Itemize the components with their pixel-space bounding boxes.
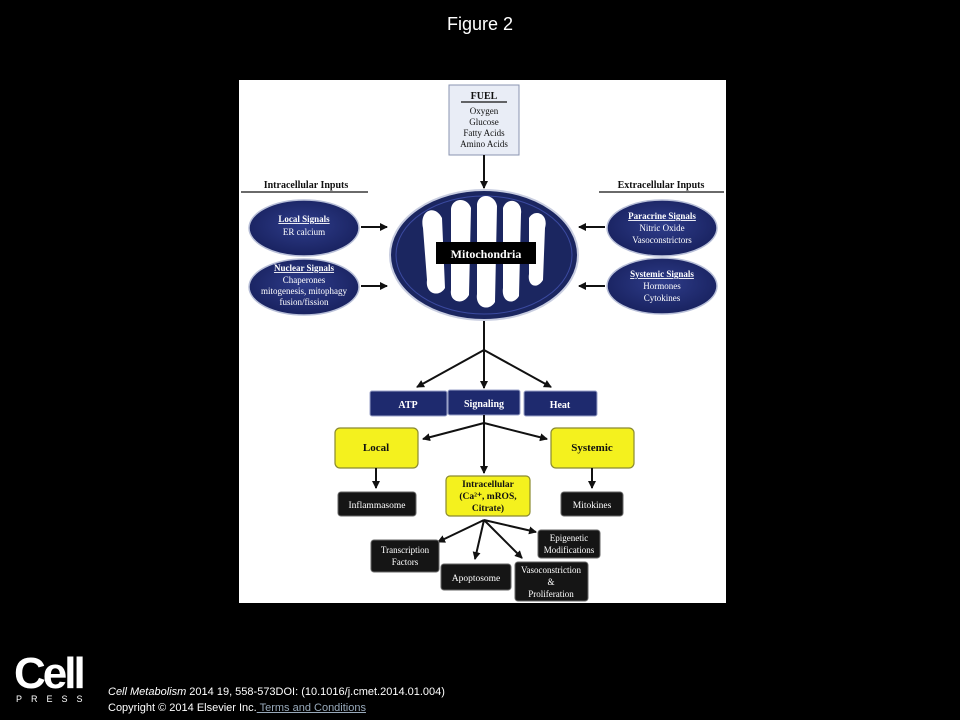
logo-main-text: Cell <box>14 649 86 698</box>
fuel-title: FUEL <box>471 91 498 102</box>
mitochondria-label: Mitochondria <box>451 247 522 261</box>
branch-systemic-label: Systemic <box>571 442 613 454</box>
node-transcription-line: Transcription <box>381 545 430 555</box>
nuclear-signals-line: fusion/fission <box>279 297 329 307</box>
figure-title: Figure 2 <box>446 14 514 34</box>
node-vasoconstriction-line: & <box>547 577 554 587</box>
arrow-to-atp <box>416 349 485 388</box>
fuel-item: Glucose <box>469 117 499 127</box>
node-mitokines-label: Mitokines <box>573 501 612 511</box>
copyright-text: Copyright © 2014 Elsevier Inc. <box>108 702 257 714</box>
mitochondrion-graphic: Mitochondria <box>389 189 579 321</box>
nuclear-signals-line: Chaperones <box>283 275 326 285</box>
paracrine-signals-line: Nitric Oxide <box>639 223 684 233</box>
output-heat-label: Heat <box>550 400 571 411</box>
terms-link[interactable]: Terms and Conditions <box>256 702 366 714</box>
local-signals-title: Local Signals <box>278 214 330 224</box>
systemic-signals-title: Systemic Signals <box>630 269 694 279</box>
arrow-to-local <box>422 422 485 442</box>
branch-intracellular-line: Intracellular <box>462 480 514 490</box>
systemic-signals-line: Cytokines <box>644 293 681 303</box>
citation-line-1: Cell Metabolism 2014 19, 558-573DOI: (10… <box>108 684 445 700</box>
paracrine-signals-title: Paracrine Signals <box>628 211 696 221</box>
node-inflammasome-label: Inflammasome <box>349 500 406 511</box>
node-transcription-line: Factors <box>392 557 419 567</box>
node-epigenetic: Epigenetic Modifications <box>537 529 601 559</box>
branch-local-label: Local <box>363 442 389 454</box>
node-vasoconstriction: Vasoconstriction & Proliferation <box>514 561 589 602</box>
branch-intracellular-line: (Ca²⁺, mROS, <box>459 491 517 502</box>
arrow-to-vasoconstriction <box>483 519 523 559</box>
logo-sub-text: PRESS <box>16 694 92 704</box>
branch-systemic: Systemic <box>550 427 635 469</box>
output-signaling: Signaling <box>447 389 521 416</box>
arrow-to-epigenetic <box>483 519 537 535</box>
nuclear-signals-title: Nuclear Signals <box>274 263 335 273</box>
node-apoptosome: Apoptosome <box>440 563 512 591</box>
fuel-item: Oxygen <box>470 106 499 116</box>
systemic-signals-node: Systemic Signals Hormones Cytokines <box>606 257 718 315</box>
node-apoptosome-label: Apoptosome <box>452 574 501 584</box>
node-epigenetic-line: Modifications <box>544 545 595 555</box>
paracrine-signals-node: Paracrine Signals Nitric Oxide Vasoconst… <box>606 199 718 257</box>
intracellular-inputs-header: Intracellular Inputs <box>264 180 349 191</box>
node-mitokines: Mitokines <box>560 491 624 517</box>
arrow-to-heat <box>483 349 552 388</box>
fuel-box: FUEL Oxygen Glucose Fatty Acids Amino Ac… <box>448 84 520 156</box>
node-inflammasome: Inflammasome <box>337 491 417 517</box>
node-epigenetic-line: Epigenetic <box>550 533 588 543</box>
output-heat: Heat <box>523 390 598 417</box>
local-signals-node: Local Signals ER calcium <box>248 199 360 257</box>
paracrine-signals-line: Vasoconstrictors <box>632 235 692 245</box>
journal-name: Cell Metabolism <box>108 686 187 698</box>
branch-intracellular: Intracellular (Ca²⁺, mROS, Citrate) <box>445 475 531 517</box>
arrow-to-apoptosome <box>472 519 485 560</box>
extracellular-inputs-header: Extracellular Inputs <box>618 180 705 191</box>
fuel-item: Amino Acids <box>460 139 508 149</box>
output-atp-label: ATP <box>398 400 417 411</box>
cell-press-logo: Cell PRESS <box>14 649 86 706</box>
diagram-svg: FUEL Oxygen Glucose Fatty Acids Amino Ac… <box>241 84 724 602</box>
output-signaling-label: Signaling <box>464 399 504 410</box>
branch-local: Local <box>334 427 419 469</box>
citation-ref: 2014 19, 558-573DOI: (10.1016/j.cmet.201… <box>186 686 445 698</box>
local-signals-line: ER calcium <box>283 227 325 237</box>
systemic-signals-line: Hormones <box>643 281 681 291</box>
fuel-item: Fatty Acids <box>463 128 505 138</box>
arrow-to-transcription <box>437 519 485 543</box>
nuclear-signals-line: mitogenesis, mitophagy <box>261 286 347 296</box>
diagram-panel: FUEL Oxygen Glucose Fatty Acids Amino Ac… <box>239 80 726 603</box>
output-atp: ATP <box>369 390 448 417</box>
citation-line-2: Copyright © 2014 Elsevier Inc. Terms and… <box>108 700 445 716</box>
citation: Cell Metabolism 2014 19, 558-573DOI: (10… <box>108 684 445 716</box>
branch-intracellular-line: Citrate) <box>472 503 504 514</box>
node-vasoconstriction-line: Proliferation <box>528 589 574 599</box>
arrow-to-systemic <box>483 422 548 442</box>
node-transcription: Transcription Factors <box>370 539 440 573</box>
node-vasoconstriction-line: Vasoconstriction <box>521 565 581 575</box>
nuclear-signals-node: Nuclear Signals Chaperones mitogenesis, … <box>248 258 360 316</box>
